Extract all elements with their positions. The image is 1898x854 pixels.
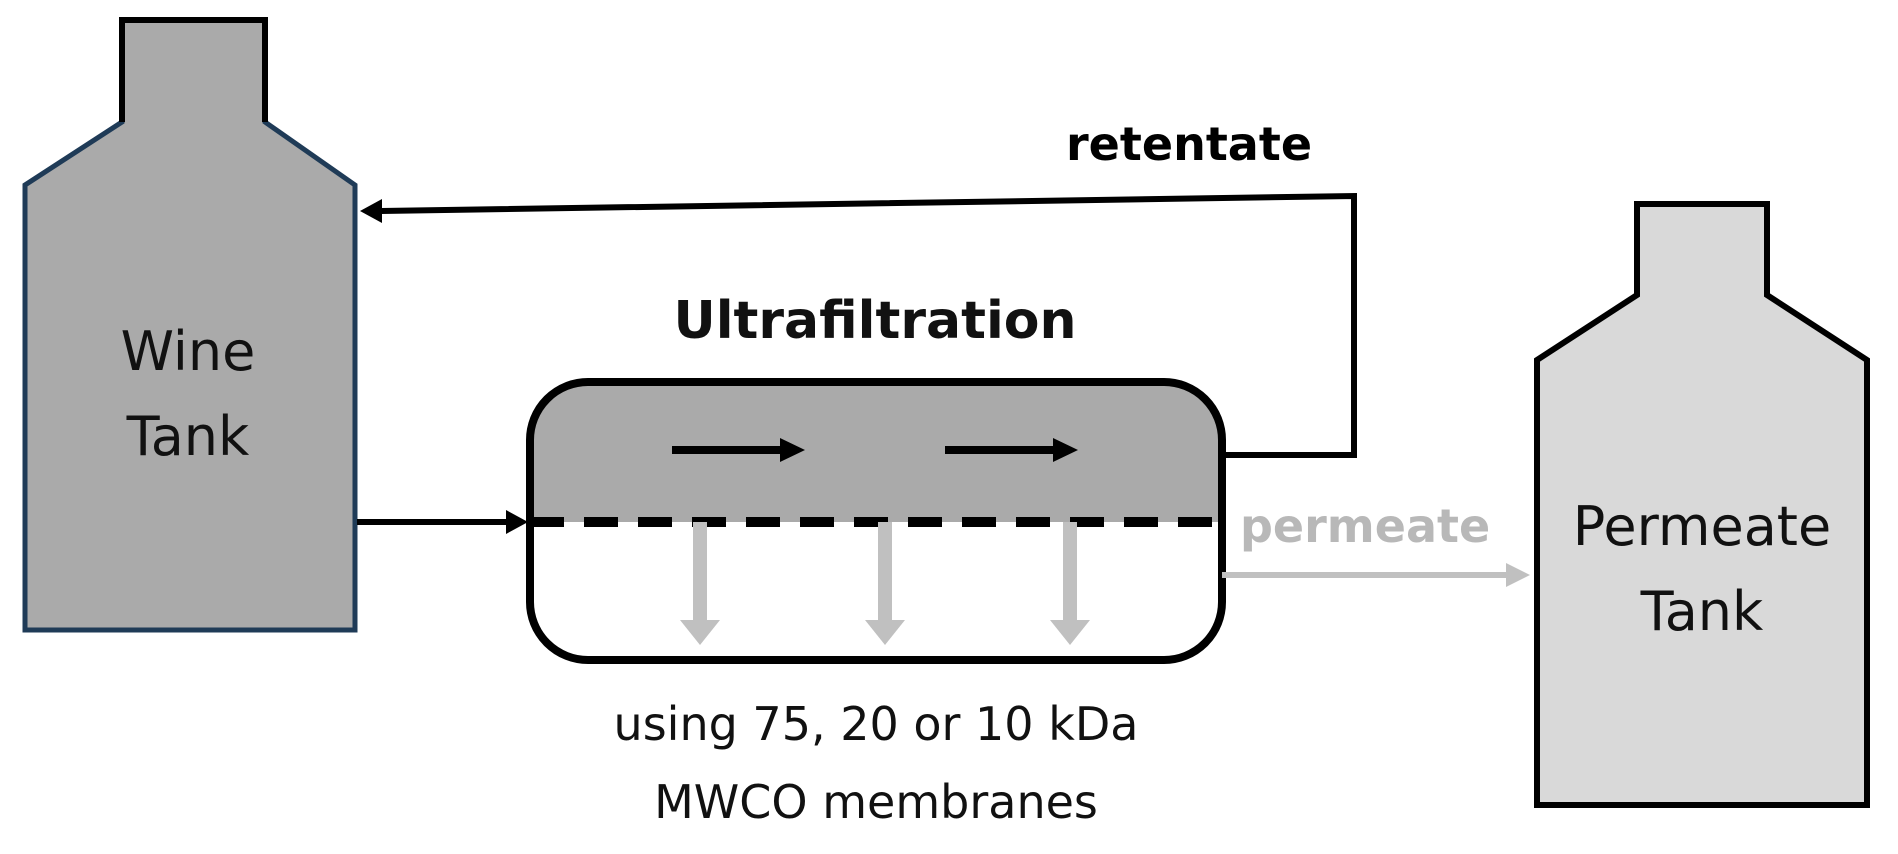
permeation-arrow-2 [865, 522, 905, 645]
permeation-arrow-3 [1050, 522, 1090, 645]
wine-tank-label-line1: Wine [121, 320, 256, 383]
membrane-note-line1: using 75, 20 or 10 kDa [614, 697, 1139, 751]
membrane-note-line2: MWCO membranes [654, 775, 1098, 829]
permeate-flow-arrow [1222, 563, 1530, 587]
permeate-tank [1534, 201, 1870, 808]
permeation-arrow-1 [680, 522, 720, 645]
permeate-tank-label-line2: Tank [1640, 580, 1764, 643]
wine-tank-label-line2: Tank [126, 405, 250, 468]
flow-arrow-1 [672, 438, 805, 462]
permeate-label: permeate [1240, 499, 1490, 553]
ultrafiltration-title: Ultrafiltration [673, 291, 1076, 351]
retentate-channel [530, 382, 1222, 522]
ultrafiltration-module [526, 378, 1226, 664]
permeate-tank-label-line1: Permeate [1573, 495, 1831, 558]
flow-arrow-2 [945, 438, 1078, 462]
retentate-label: retentate [1066, 117, 1312, 171]
retentate-return-arrow [360, 192, 1357, 458]
feed-arrow [357, 510, 528, 534]
